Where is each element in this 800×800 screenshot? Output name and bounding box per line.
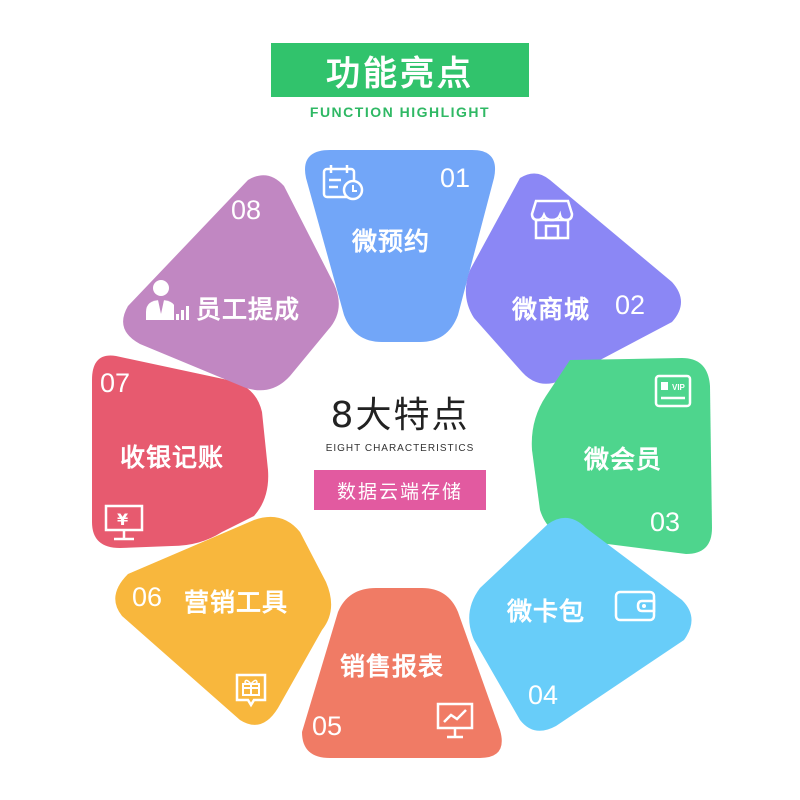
employee-chart-icon [146,280,190,320]
feature-01-number: 01 [440,163,471,193]
feature-07-number: 07 [100,368,131,398]
feature-02-number: 02 [615,290,646,320]
feature-07-name: 收银记账 [120,443,225,472]
feature-02-name: 微商城 [512,295,591,324]
header-title-box: 功能亮点 [271,43,529,97]
center-tag: 数据云端存储 [314,470,486,510]
petal-04[interactable] [469,517,692,731]
center-subtitle: EIGHT CHARACTERISTICS [325,443,475,454]
feature-04-number: 04 [528,680,559,710]
feature-05-number: 05 [312,711,343,741]
feature-06-number: 06 [132,582,163,612]
feature-03-name: 微会员 [584,445,663,474]
header-title: 功能亮点 [326,53,474,94]
feature-08-number: 08 [231,195,262,225]
calendar-clock-icon [322,165,364,201]
header-subtitle: FUNCTION HIGHLIGHT [309,104,491,120]
feature-01-name: 微预约 [352,227,431,256]
vip-card-icon: VIP [654,374,692,408]
gift-icon [235,673,267,708]
petal-06[interactable] [115,516,332,725]
cashier-monitor-icon: ¥ [104,504,144,541]
svg-text:VIP: VIP [672,383,686,392]
feature-06-name: 营销工具 [184,588,289,617]
center-tag-label: 数据云端存储 [336,480,463,503]
petal-02[interactable] [465,173,681,384]
wallet-icon [614,590,656,622]
feature-08-name: 员工提成 [196,295,301,324]
feature-03-number: 03 [650,507,681,537]
petal-08[interactable] [123,175,339,391]
feature-04-name: 微卡包 [507,597,586,626]
svg-text:¥: ¥ [117,510,128,529]
feature-05-name: 销售报表 [340,652,445,681]
petal-07[interactable] [92,355,269,549]
center-title: 8大特点 [330,395,470,436]
chart-board-icon [436,702,474,739]
storefront-icon [530,199,574,240]
